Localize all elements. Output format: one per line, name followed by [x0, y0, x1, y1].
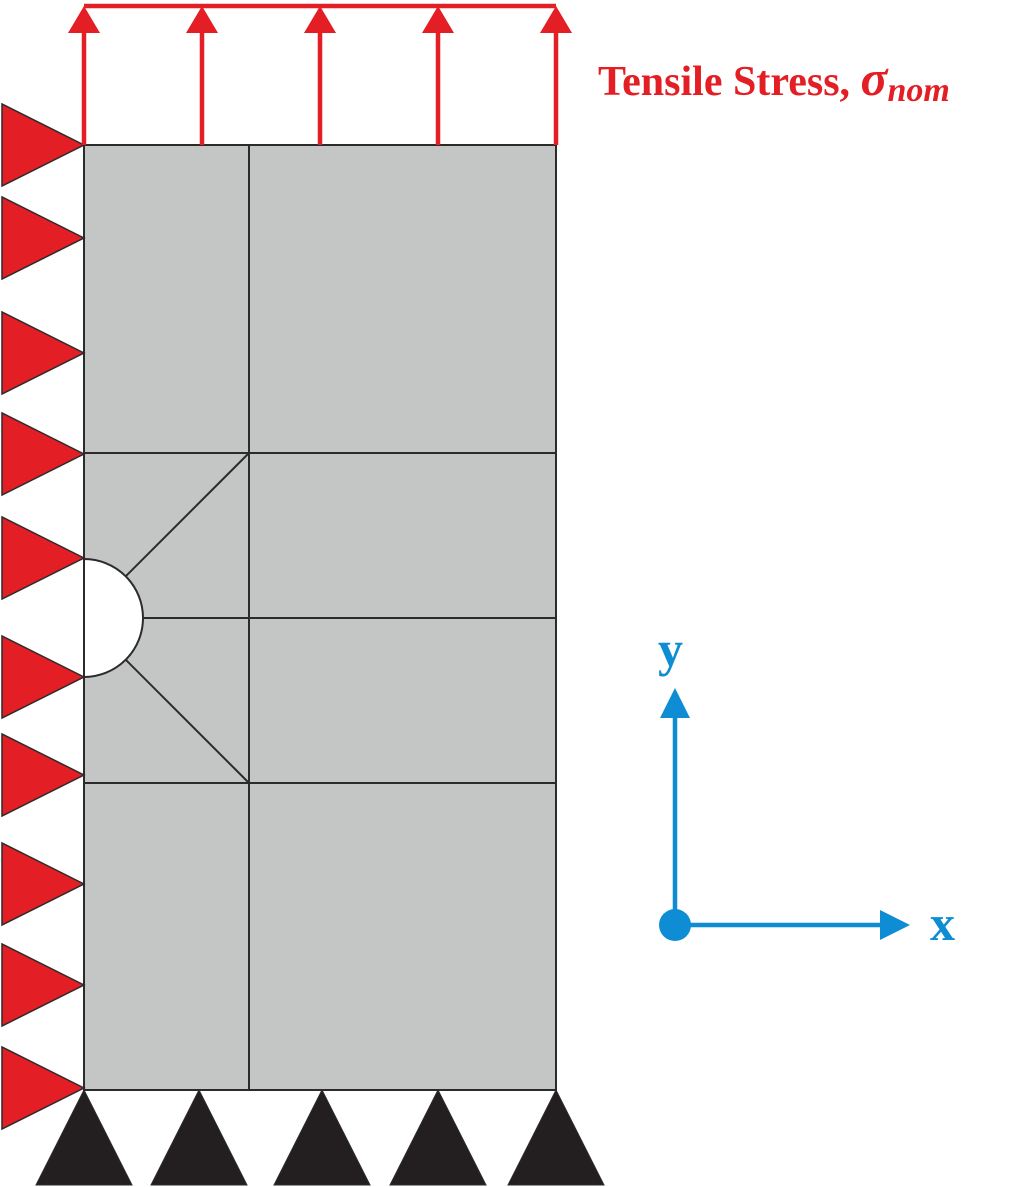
bottom-roller-support [150, 1088, 248, 1186]
bottom-roller-support [389, 1088, 487, 1186]
load-label-text: Tensile Stress, [598, 59, 861, 105]
plate-mesh [83, 144, 557, 1091]
left-roller-support [1, 841, 86, 927]
left-roller-support [1, 732, 86, 818]
sigma-subscript: nom [888, 72, 950, 109]
left-roller-support [1, 102, 86, 188]
bottom-roller-support [273, 1088, 371, 1186]
load-arrowhead [68, 6, 100, 33]
left-roller-support [1, 942, 86, 1028]
left-roller-support [1, 634, 86, 720]
load-arrowhead [304, 6, 336, 33]
y-axis-label: y [658, 621, 683, 677]
x-axis-label: x [930, 895, 955, 951]
bottom-roller-supports [35, 1088, 605, 1186]
left-roller-support [1, 195, 86, 281]
mesh-line-diag-upper [125, 452, 250, 577]
mesh-line-diag-lower [125, 659, 250, 784]
origin-dot [659, 909, 691, 941]
left-roller-support [1, 1045, 86, 1131]
load-label: Tensile Stress, σnom [598, 50, 950, 109]
bottom-roller-support [35, 1088, 133, 1186]
left-roller-support [1, 310, 86, 396]
load-arrowhead [540, 6, 572, 33]
hole-edge [83, 557, 144, 679]
left-roller-support [1, 515, 86, 601]
load-arrowhead [422, 6, 454, 33]
tensile-load-arrows [68, 3, 572, 145]
left-roller-supports [1, 102, 86, 1131]
bottom-roller-support [507, 1088, 605, 1186]
left-roller-support [1, 411, 86, 497]
coordinate-axes: x y [658, 621, 955, 951]
x-axis-arrowhead [880, 910, 910, 940]
y-axis-arrowhead [660, 688, 690, 718]
sigma-symbol: σ [861, 50, 890, 106]
load-arrowhead [186, 6, 218, 33]
